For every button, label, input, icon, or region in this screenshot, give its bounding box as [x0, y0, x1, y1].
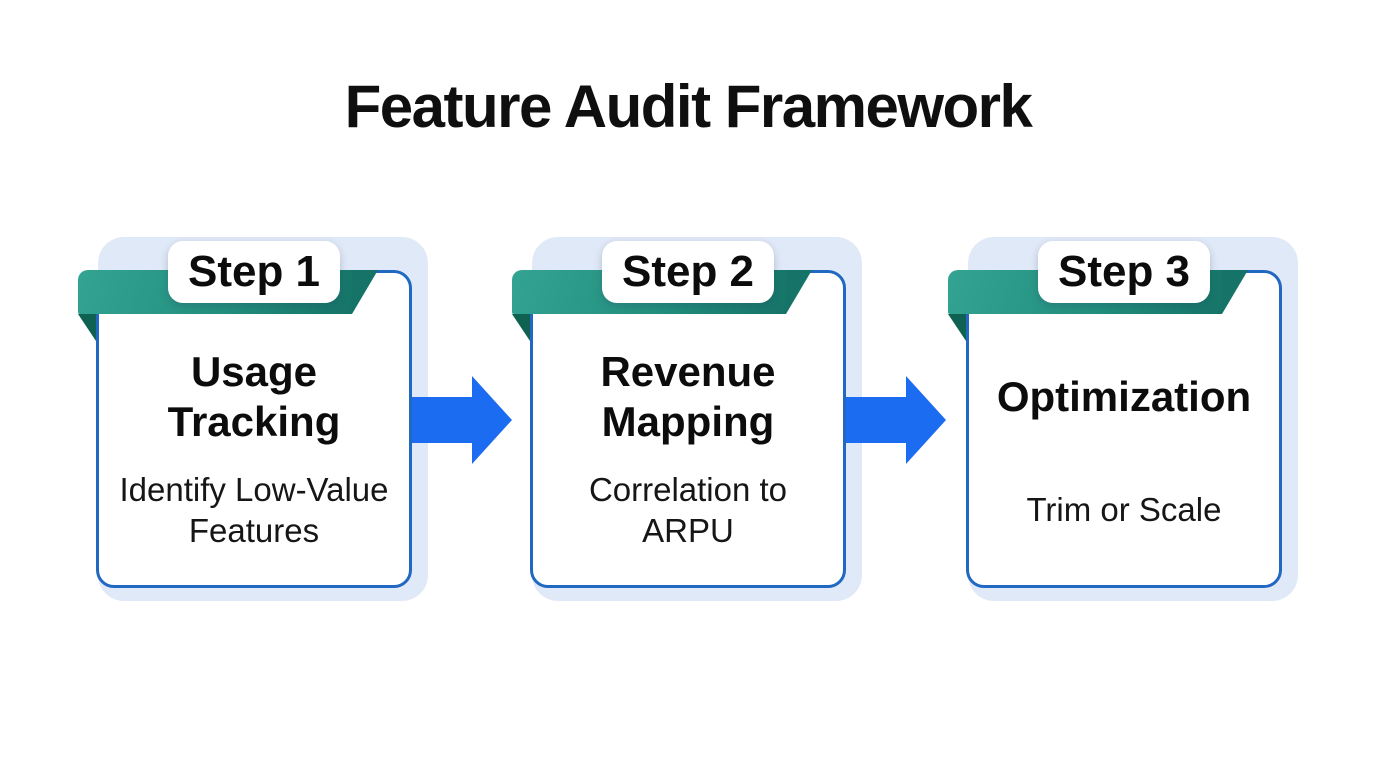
- step-subtitle-text: Trim or Scale: [1026, 491, 1222, 529]
- step-heading-text: Optimization: [996, 372, 1252, 420]
- step-badge: Step 2: [602, 241, 774, 303]
- step-card-1: Step 1 Usage Tracking Identify Low-Value…: [78, 237, 428, 601]
- arrow-shaft: [412, 397, 472, 443]
- flow-arrow-icon: [412, 376, 512, 464]
- step-subtitle-text: Correlation to ARPU: [588, 470, 788, 549]
- step-card-2: Step 2 Revenue Mapping Correlation to AR…: [512, 237, 862, 601]
- step-badge-label: Step 3: [1057, 247, 1191, 296]
- arrow-head: [472, 376, 512, 464]
- step-subtitle: Trim or Scale: [966, 461, 1282, 559]
- step-heading: Optimization: [966, 332, 1282, 462]
- card-panel: [96, 270, 412, 588]
- step-heading-text: Revenue Mapping: [600, 347, 776, 445]
- card-panel: [966, 270, 1282, 588]
- step-heading-text: Usage Tracking: [167, 347, 341, 445]
- ribbon-fold: [512, 314, 530, 341]
- step-badge: Step 3: [1038, 241, 1210, 303]
- arrow-head: [906, 376, 946, 464]
- step-badge-label: Step 2: [621, 247, 755, 296]
- ribbon-fold: [78, 314, 96, 341]
- page-title: Feature Audit Framework: [344, 73, 1033, 140]
- arrow-shaft: [846, 397, 906, 443]
- step-subtitle: Correlation to ARPU: [530, 461, 846, 559]
- card-panel: [530, 270, 846, 588]
- flow-arrow-icon: [846, 376, 946, 464]
- step-badge: Step 1: [168, 241, 340, 303]
- ribbon-fold: [948, 314, 966, 341]
- step-subtitle-text: Identify Low-Value Features: [119, 470, 389, 549]
- step-card-3: Step 3 Optimization Trim or Scale: [948, 237, 1298, 601]
- step-heading: Usage Tracking: [96, 332, 412, 462]
- step-subtitle: Identify Low-Value Features: [96, 461, 412, 559]
- step-heading: Revenue Mapping: [530, 332, 846, 462]
- step-badge-label: Step 1: [187, 247, 321, 296]
